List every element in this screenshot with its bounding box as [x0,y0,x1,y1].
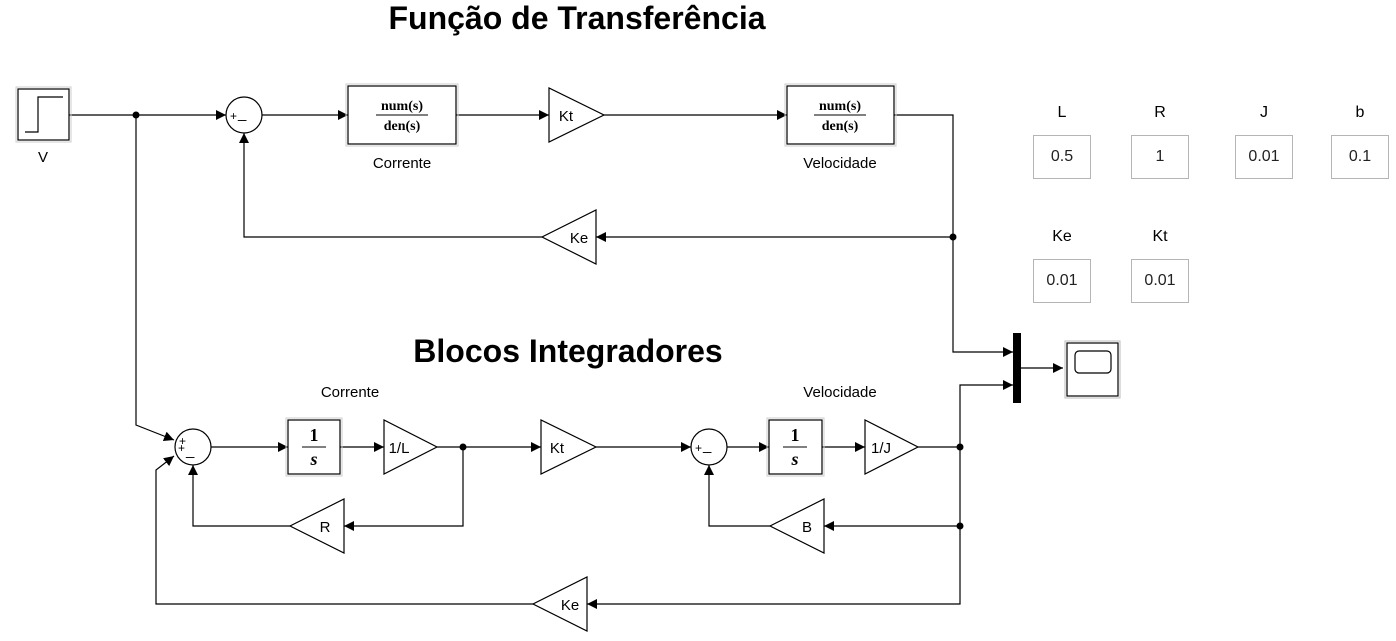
signal-lines-bottom [155,363,1063,609]
integrator-denominator: s [790,449,798,469]
mux-block[interactable] [1013,333,1021,403]
param-ke-input[interactable]: 0.01 [1033,259,1091,303]
sum-minus-sign: _ [237,105,247,122]
tf-speed-block[interactable]: num(s) den(s) [784,83,897,147]
param-l-input[interactable]: 0.5 [1033,135,1091,179]
tf-denominator: den(s) [384,119,421,134]
scope-block[interactable] [1064,340,1121,399]
sum-block-top[interactable]: + _ [225,96,263,134]
integrator-numerator: 1 [310,425,319,445]
gain-label: R [320,519,331,536]
step-icon [25,96,63,133]
gain-kt-bottom[interactable]: Kt [540,419,598,475]
step-block[interactable] [15,86,72,143]
junction-dot [132,111,140,119]
gain-label: 1/J [871,440,891,457]
tf-numerator: num(s) [381,99,423,114]
signal-tf-speed-to-mux [894,114,1013,357]
integrator-denominator: s [309,449,317,469]
tf-numerator: num(s) [819,99,861,114]
gain-b[interactable]: B [768,498,825,554]
junction-dot [956,522,964,530]
signal-current-to-r [344,447,464,531]
param-name: Kt [1152,228,1168,245]
signal-invj-to-mux [918,380,1013,448]
int-current-label: Corrente [320,384,380,401]
transfer-function-title: Função de Transferência [388,0,766,36]
gain-inv-l[interactable]: 1/L [383,419,439,475]
param-j-input[interactable]: 0.01 [1235,135,1293,179]
sum-plus-sign: + [178,441,185,455]
junction-dot [459,443,467,451]
param-name: b [1355,104,1365,121]
param-r: R 1 [1131,104,1189,179]
junction-dot [949,233,957,241]
param-name: Ke [1052,228,1072,245]
integrator-blocks-title: Blocos Integradores [413,333,723,369]
param-r-input[interactable]: 1 [1131,135,1189,179]
integrator-current[interactable]: 1 s [285,417,343,477]
gain-label: Ke [561,597,579,614]
gain-label: Ke [570,230,588,247]
sum-minus-sign: _ [702,437,712,454]
scope-screen-icon [1074,350,1112,374]
gain-inv-j[interactable]: 1/J [864,419,920,475]
sum-block-speed[interactable]: + _ [690,428,728,466]
param-kt: Kt 0.01 [1131,228,1189,303]
gain-label: Kt [559,108,574,125]
tf-current-label: Corrente [372,155,432,172]
param-kt-input[interactable]: 0.01 [1131,259,1189,303]
junction-dots [132,111,964,530]
param-b-input[interactable]: 0.1 [1331,135,1389,179]
junction-dot [956,443,964,451]
param-j: J 0.01 [1235,104,1293,179]
signal-ke-bottom-to-sum2 [155,455,533,605]
gain-ke-bottom[interactable]: Ke [531,576,588,632]
param-name: J [1260,104,1268,121]
gain-label: 1/L [389,440,410,457]
sum-minus-sign: _ [185,442,195,459]
sum-plus-sign: + [230,109,237,123]
gain-label: Kt [550,440,565,457]
signal-step-to-sum2 [135,115,175,441]
sum-plus-sign: + [695,441,702,455]
signal-b-to-sum3 [704,465,770,527]
gain-label: B [802,519,812,536]
tf-speed-label: Velocidade [803,155,877,172]
gain-r[interactable]: R [288,498,345,554]
signal-ke-top-to-sum1 [239,133,542,238]
param-l: L 0.5 [1033,104,1091,179]
gain-kt-top[interactable]: Kt [548,87,606,143]
signal-lines-top [69,110,1013,441]
integrator-numerator: 1 [791,425,800,445]
tf-denominator: den(s) [822,119,859,134]
gain-ke-top[interactable]: Ke [540,209,597,265]
signal-r-to-sum2 [188,465,290,527]
param-name: R [1154,104,1166,121]
param-name: L [1057,104,1067,121]
int-speed-label: Velocidade [803,384,877,401]
step-label: V [37,149,49,166]
sum-plus-sign: + [179,434,186,448]
signal-speed-to-ke-bottom [587,526,961,609]
integrator-speed[interactable]: 1 s [766,417,825,477]
sum-block-current[interactable]: + + _ [174,428,212,466]
param-ke: Ke 0.01 [1033,228,1091,303]
param-b: b 0.1 [1331,104,1389,179]
tf-current-block[interactable]: num(s) den(s) [345,83,459,147]
